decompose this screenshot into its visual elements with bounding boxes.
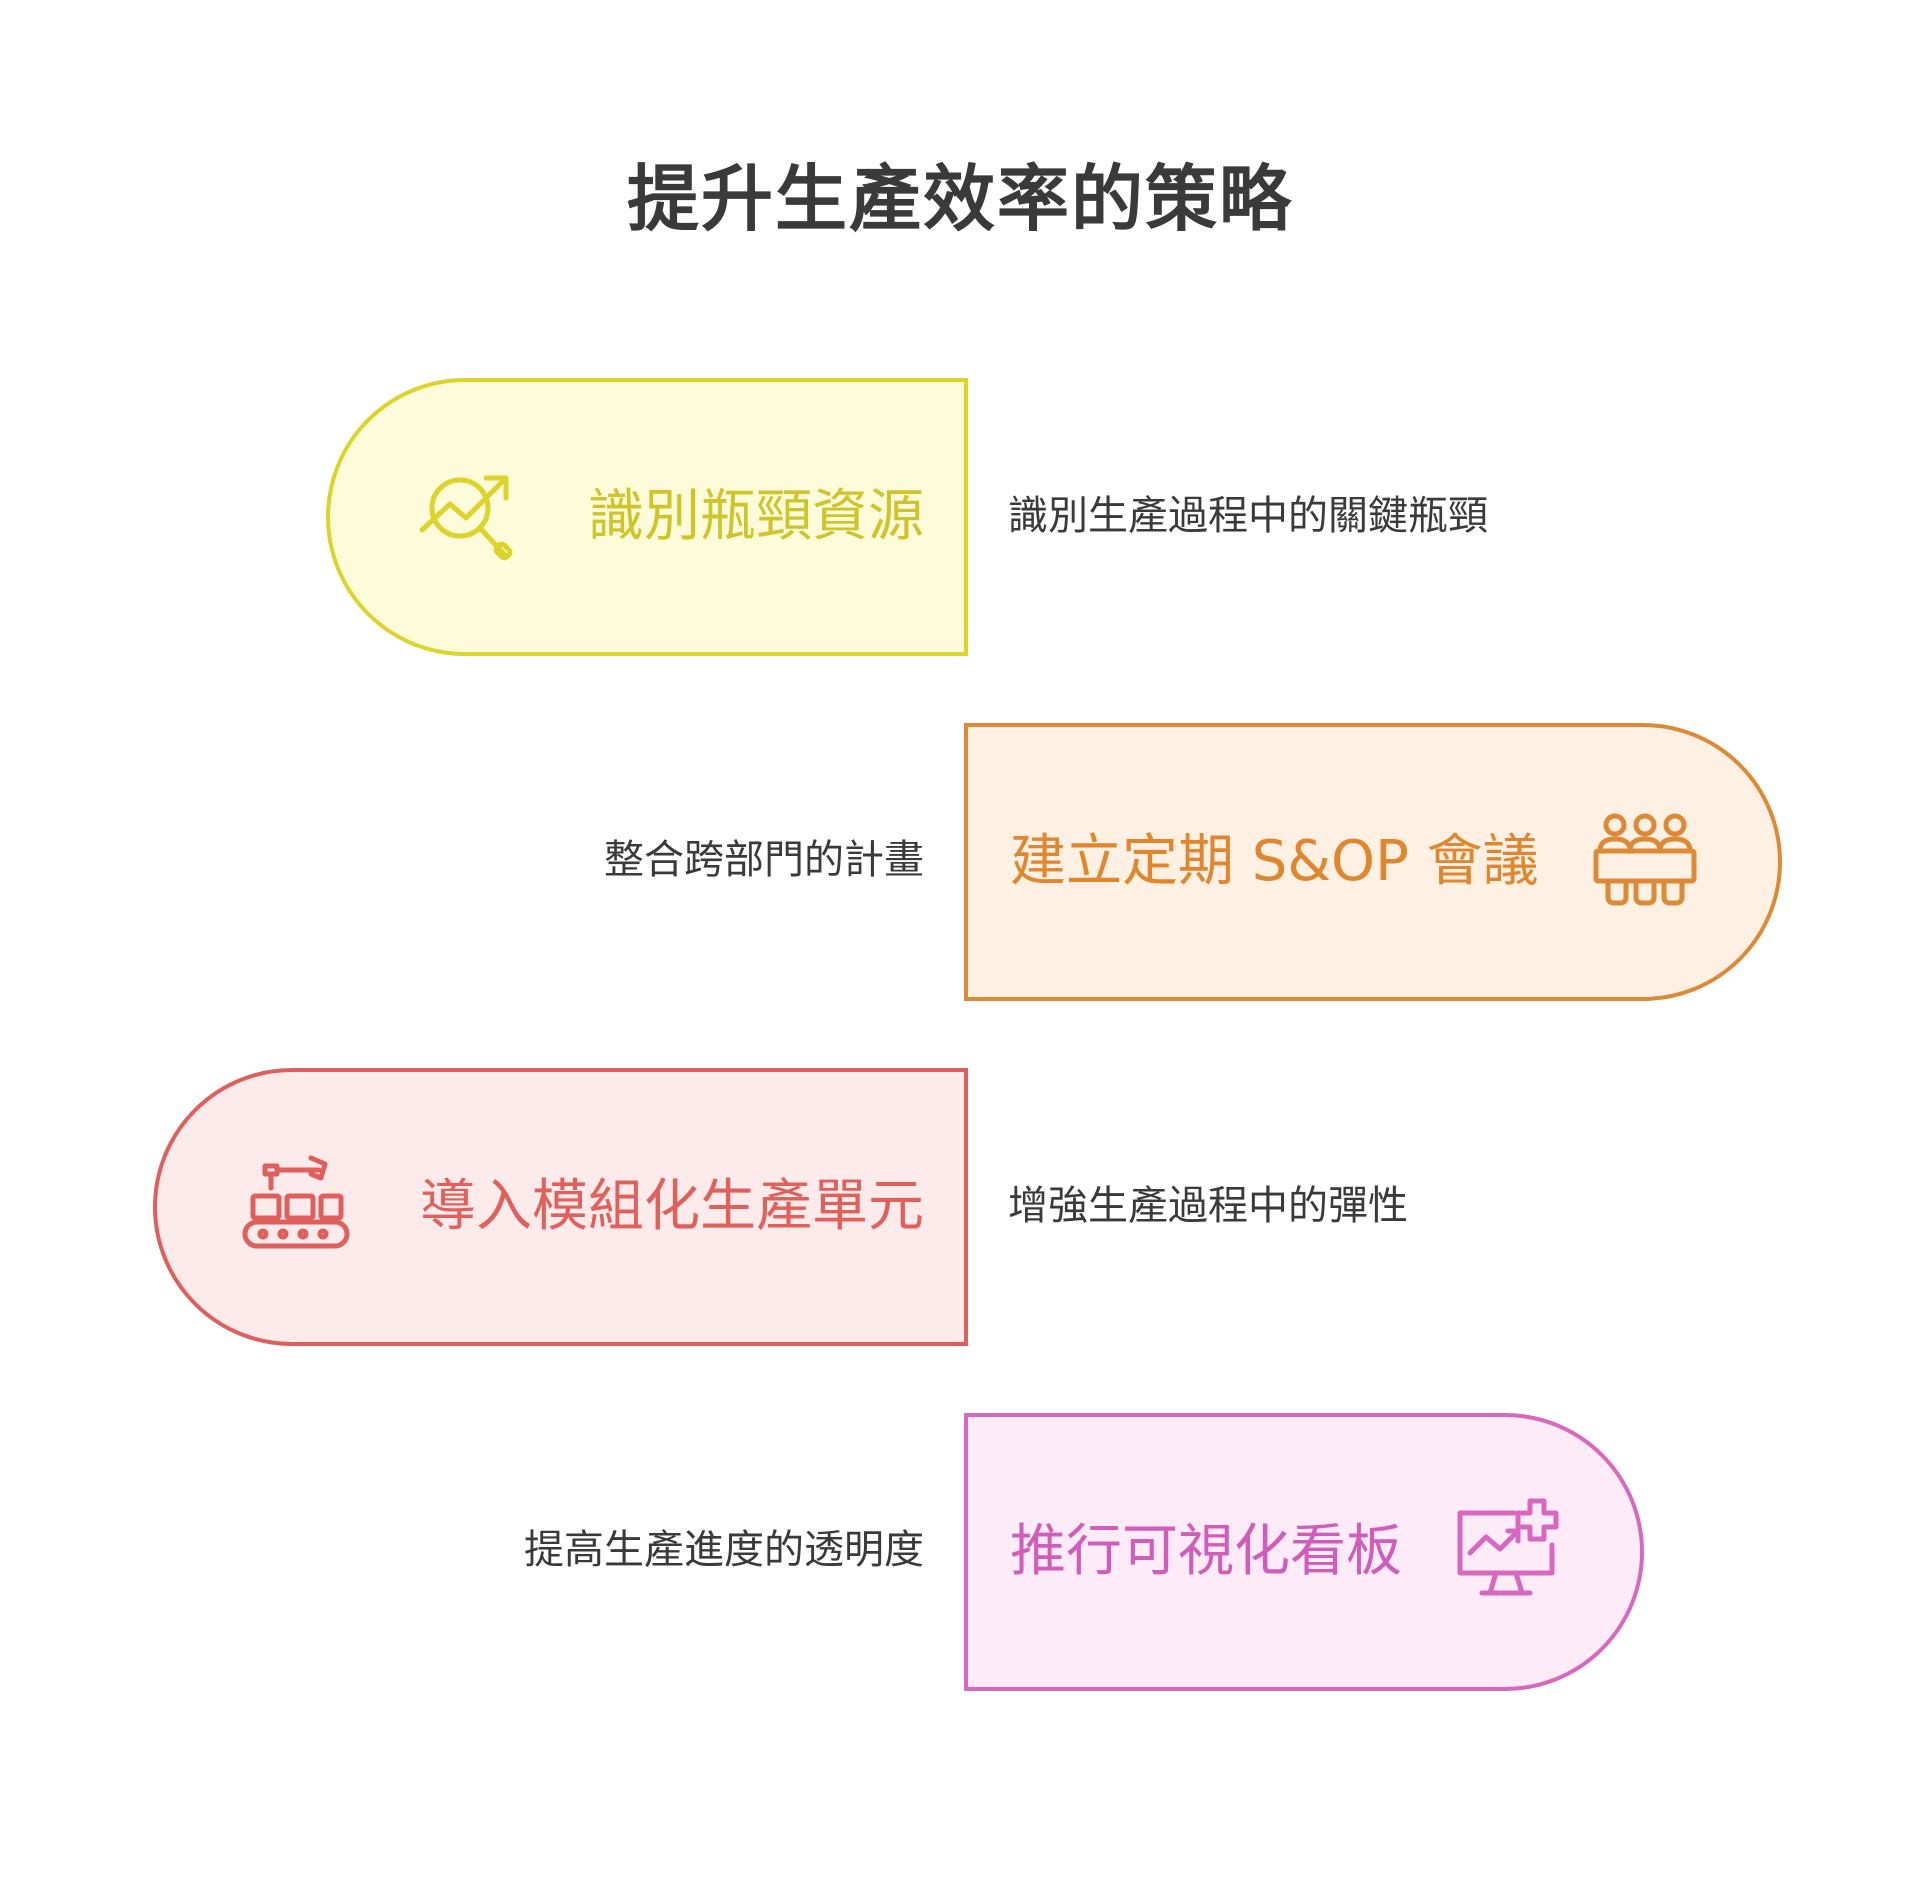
- page-title: 提升生產效率的策略: [626, 157, 1293, 241]
- step-2-label: 建立定期 S&OP 會議: [1010, 829, 1539, 894]
- step-4-pill: 推行可視化看板: [964, 1413, 1644, 1691]
- step-3-pill: 導入模組化生產單元: [153, 1068, 968, 1346]
- step-1-pill: 識別瓶頸資源: [326, 378, 968, 656]
- step-3-label: 導入模組化生產單元: [420, 1174, 924, 1239]
- chart-magnifier-icon: [414, 382, 524, 652]
- assembly-line-robot-icon: [241, 1072, 351, 1342]
- step-4-label: 推行可視化看板: [1010, 1519, 1402, 1584]
- step-4-description: 提高生產進度的透明度: [524, 1527, 924, 1573]
- step-2-description: 整合跨部門的計畫: [604, 837, 924, 883]
- step-1-label: 識別瓶頸資源: [588, 484, 924, 549]
- meeting-group-icon: [1590, 727, 1700, 997]
- dashboard-monitor-icon: [1452, 1417, 1562, 1687]
- step-2-pill: 建立定期 S&OP 會議: [964, 723, 1782, 1001]
- step-3-description: 增強生產過程中的彈性: [1008, 1183, 1408, 1229]
- step-1-description: 識別生產過程中的關鍵瓶頸: [1008, 493, 1488, 539]
